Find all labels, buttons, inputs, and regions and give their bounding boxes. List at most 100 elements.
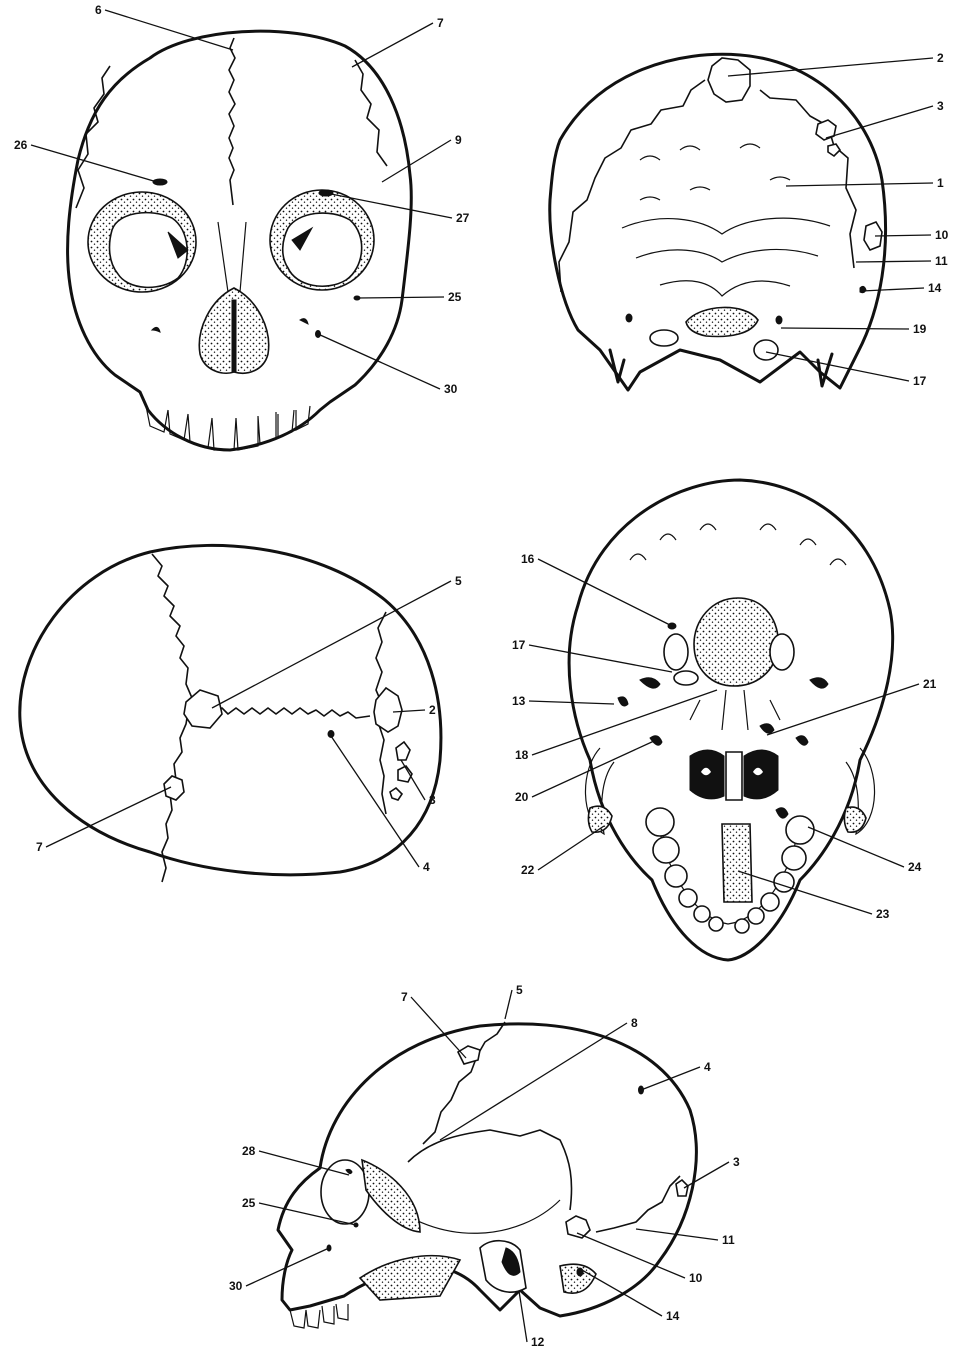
callout-number: 22 <box>521 863 535 877</box>
leader-line <box>212 581 451 708</box>
leader-line <box>766 352 909 381</box>
callout-number: 28 <box>242 1144 256 1158</box>
leader-line <box>529 645 672 672</box>
callout-posterior-19: 19 <box>781 322 927 336</box>
callout-number: 14 <box>928 281 942 295</box>
callout-number: 20 <box>515 790 529 804</box>
lateral-mastoid-foramen <box>577 1268 583 1276</box>
foramen-ovale-right <box>650 736 662 745</box>
foramen-lacerum-left <box>760 724 774 733</box>
inferior-view <box>569 480 893 960</box>
callout-number: 4 <box>704 1060 711 1074</box>
lateral-wormian-bone <box>676 1180 688 1196</box>
callout-number: 5 <box>455 574 462 588</box>
callout-lateral-30: 30 <box>229 1248 329 1293</box>
callout-number: 4 <box>423 860 430 874</box>
posterior-lambda-ossicle <box>708 58 750 102</box>
posterior-wormian-bone-1 <box>816 120 836 140</box>
callout-number: 17 <box>512 638 526 652</box>
posterior-condylar-canal-right <box>626 314 632 322</box>
callout-inferior-21: 21 <box>767 677 937 735</box>
leader-line <box>31 145 157 182</box>
callout-number: 10 <box>935 228 949 242</box>
squamosal-suture <box>408 1130 572 1210</box>
leader-line <box>519 1291 527 1342</box>
right-infraorbital-foramen <box>152 327 160 332</box>
callout-number: 19 <box>913 322 927 336</box>
callout-lateral-28: 28 <box>242 1144 349 1175</box>
nuchal-lines <box>622 218 830 296</box>
callout-frontal-26: 26 <box>14 138 157 182</box>
callout-number: 9 <box>455 133 462 147</box>
callout-number: 7 <box>437 16 444 30</box>
callout-number: 30 <box>229 1279 243 1293</box>
leader-line <box>538 559 672 626</box>
posterior-cranium-outline <box>550 54 886 390</box>
posterior-mastoid-processes <box>610 350 832 386</box>
callout-superior-7: 7 <box>36 787 171 854</box>
leader-line <box>875 235 931 236</box>
leader-line <box>641 1067 700 1090</box>
superior-wormian-bone-1 <box>396 742 410 760</box>
callout-number: 1 <box>937 176 944 190</box>
lateral-view <box>278 1022 696 1328</box>
choana-inset-right <box>700 767 712 776</box>
callout-inferior-13: 13 <box>512 694 614 708</box>
callout-frontal-25: 25 <box>357 290 462 304</box>
callout-number: 8 <box>631 1016 638 1030</box>
callout-superior-5: 5 <box>212 574 462 708</box>
inferior-condyle-right <box>664 634 688 670</box>
callout-number: 30 <box>444 382 458 396</box>
callout-number: 23 <box>876 907 890 921</box>
posterior-view <box>550 54 886 390</box>
leader-line <box>105 10 233 50</box>
nasal-septum <box>232 300 236 372</box>
callout-number: 17 <box>913 374 927 388</box>
leader-line <box>532 741 654 797</box>
callout-number: 11 <box>935 254 948 268</box>
callout-number: 2 <box>429 703 436 717</box>
callout-posterior-1: 1 <box>786 176 944 190</box>
mastoid-foramen-posterior <box>860 286 866 292</box>
callout-lateral-10: 10 <box>577 1233 703 1285</box>
callout-number: 7 <box>401 990 408 1004</box>
leader-line <box>318 334 440 389</box>
callout-posterior-14: 14 <box>862 281 942 295</box>
leader-line <box>781 328 909 329</box>
callout-lateral-14: 14 <box>582 1270 680 1323</box>
lateral-orbit-shadow <box>362 1160 420 1232</box>
greater-palatine-foramen-left <box>776 808 788 818</box>
callout-number: 3 <box>733 1155 740 1169</box>
callout-number: 12 <box>531 1335 545 1349</box>
left-orbit-cavity <box>283 213 362 286</box>
callout-lateral-3: 3 <box>684 1155 740 1188</box>
superior-view <box>20 545 441 882</box>
incisive-canal <box>722 824 752 902</box>
superior-bregma-ossicle <box>184 690 222 728</box>
posterior-wormian-bone-2 <box>828 144 840 156</box>
leader-line <box>246 1248 329 1286</box>
callout-number: 26 <box>14 138 28 152</box>
choana-inset-left <box>752 767 764 776</box>
jugular-foramen-right <box>640 678 660 688</box>
callout-number: 10 <box>689 1271 703 1285</box>
posterior-condylar-canal-left <box>776 316 782 324</box>
inferior-condyle-left <box>770 634 794 670</box>
callout-lateral-11: 11 <box>636 1229 735 1247</box>
frontal-left-suture <box>355 60 387 166</box>
nasal-bones <box>218 222 246 292</box>
callout-number: 3 <box>937 99 944 113</box>
upper-teeth <box>146 406 310 450</box>
callout-lateral-8: 8 <box>440 1016 638 1140</box>
leader-line <box>352 23 433 67</box>
posterior-condyle-left <box>754 340 778 360</box>
lateral-maxillary-region <box>360 1256 460 1300</box>
callout-number: 6 <box>95 3 102 17</box>
foramen-ovale-left <box>796 736 808 745</box>
inferior-foramen-magnum <box>694 598 778 686</box>
posterior-foramen-magnum <box>686 307 758 336</box>
lateral-asterion-ossicle <box>566 1216 590 1238</box>
callout-number: 18 <box>515 748 529 762</box>
callout-number: 21 <box>923 677 937 691</box>
